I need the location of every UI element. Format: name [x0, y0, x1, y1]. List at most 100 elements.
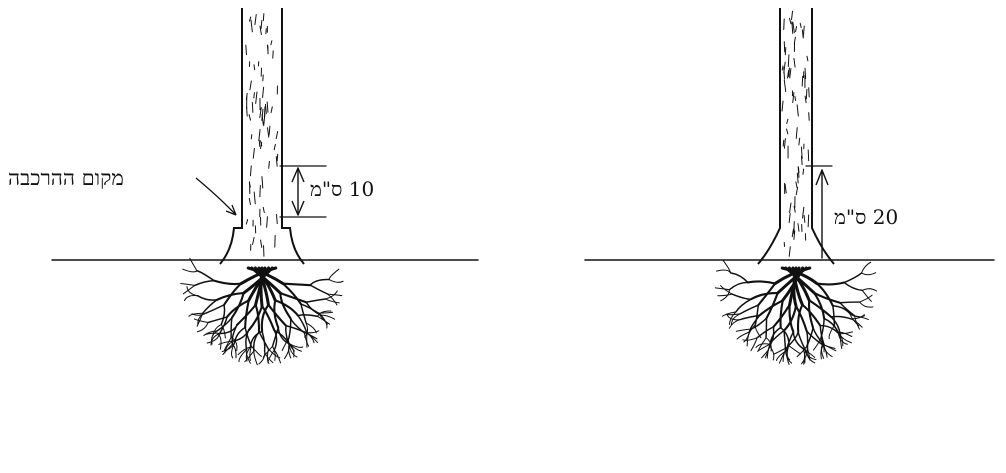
root-segment	[860, 302, 873, 307]
bark-stroke	[267, 102, 268, 112]
bark-stroke	[802, 76, 803, 86]
bark-stroke	[250, 166, 251, 176]
graft-point-label: מקום ההרכבה	[8, 166, 124, 191]
bark-stroke	[252, 102, 253, 112]
bark-stroke	[259, 140, 260, 146]
bark-stroke	[805, 96, 806, 103]
bark-stroke	[789, 214, 790, 223]
root-segment	[181, 284, 195, 286]
root-segment	[251, 346, 261, 356]
bark-stroke	[263, 14, 264, 21]
bark-stroke	[274, 144, 275, 149]
root-segment	[862, 289, 876, 291]
bark-stroke	[789, 247, 790, 257]
bark-stroke	[246, 45, 247, 55]
bark-stroke	[784, 80, 785, 92]
bark-stroke	[253, 238, 254, 245]
bark-stroke	[790, 69, 791, 78]
root-segment	[239, 350, 247, 362]
root-segment	[736, 329, 750, 331]
bark-stroke	[787, 129, 788, 134]
root-segment	[789, 346, 801, 354]
bark-stroke	[262, 115, 263, 125]
bark-stroke	[804, 215, 805, 222]
bark-stroke	[794, 37, 795, 43]
root-segment	[298, 315, 318, 316]
bark-stroke	[796, 26, 797, 31]
root-segment	[310, 279, 329, 285]
bark-stroke	[796, 188, 797, 195]
root-segment	[844, 273, 861, 282]
root-segment	[231, 318, 232, 338]
bark-stroke	[264, 114, 265, 126]
root-segment	[860, 295, 872, 302]
root-segment	[306, 299, 325, 302]
bark-stroke	[254, 192, 255, 204]
bark-stroke	[254, 65, 255, 70]
bark-stroke	[267, 217, 268, 228]
bark-stroke	[789, 68, 790, 77]
root-segment	[767, 344, 770, 358]
trunk-left-edge	[758, 8, 780, 264]
bark-stroke	[796, 182, 797, 188]
bark-stroke	[784, 139, 785, 149]
root-segment	[748, 281, 775, 283]
root-segment	[840, 303, 855, 316]
root-segment	[310, 285, 328, 294]
bark-stroke	[796, 128, 797, 139]
bark-stroke	[790, 18, 791, 23]
right-height-label: 20 ס"מ	[834, 205, 898, 230]
bark-stroke	[271, 107, 272, 113]
root-segment	[862, 290, 871, 301]
root-segment	[197, 271, 214, 281]
root-segment	[214, 281, 241, 284]
root-segment	[221, 305, 224, 325]
bark-stroke	[276, 131, 277, 138]
bark-stroke	[263, 87, 264, 97]
root-segment	[219, 335, 221, 349]
bark-stroke	[253, 148, 254, 158]
bark-stroke	[793, 22, 794, 32]
bark-stroke	[803, 169, 804, 174]
bark-stroke	[794, 58, 795, 67]
trunk-right-edge	[282, 8, 304, 264]
bark-stroke	[267, 45, 268, 50]
root-segment	[840, 302, 860, 303]
root-segment	[729, 282, 747, 289]
left-height-label: 10 ס"מ	[310, 177, 374, 202]
bark-stroke	[803, 26, 804, 37]
bark-stroke	[795, 96, 796, 100]
root-segment	[194, 319, 208, 323]
root-segment	[767, 293, 778, 318]
root-segment	[286, 326, 305, 332]
root-segment	[198, 296, 217, 300]
bark-stroke	[254, 93, 255, 98]
bark-stroke	[250, 81, 251, 90]
root-segment	[766, 318, 767, 338]
bark-stroke	[256, 92, 257, 103]
bark-stroke	[782, 101, 783, 111]
root-segment	[861, 273, 875, 275]
bark-stroke	[277, 214, 278, 223]
bark-stroke	[249, 115, 250, 121]
root-segment	[329, 269, 339, 279]
root-segment	[718, 294, 732, 296]
root-segment	[283, 284, 310, 286]
bark-stroke	[792, 229, 793, 236]
root-segment	[861, 262, 870, 273]
root-segment	[195, 281, 214, 286]
root-segment	[183, 285, 194, 293]
bark-stroke	[259, 130, 260, 141]
bark-stroke	[249, 198, 250, 204]
bark-stroke	[269, 126, 270, 135]
bark-stroke	[798, 224, 799, 232]
root-segment	[184, 296, 197, 301]
bark-stroke	[808, 215, 809, 227]
bark-stroke	[251, 20, 252, 32]
root-segment	[238, 347, 250, 354]
root-segment	[807, 331, 808, 351]
bark-stroke	[255, 15, 256, 25]
root-segment	[197, 323, 208, 332]
